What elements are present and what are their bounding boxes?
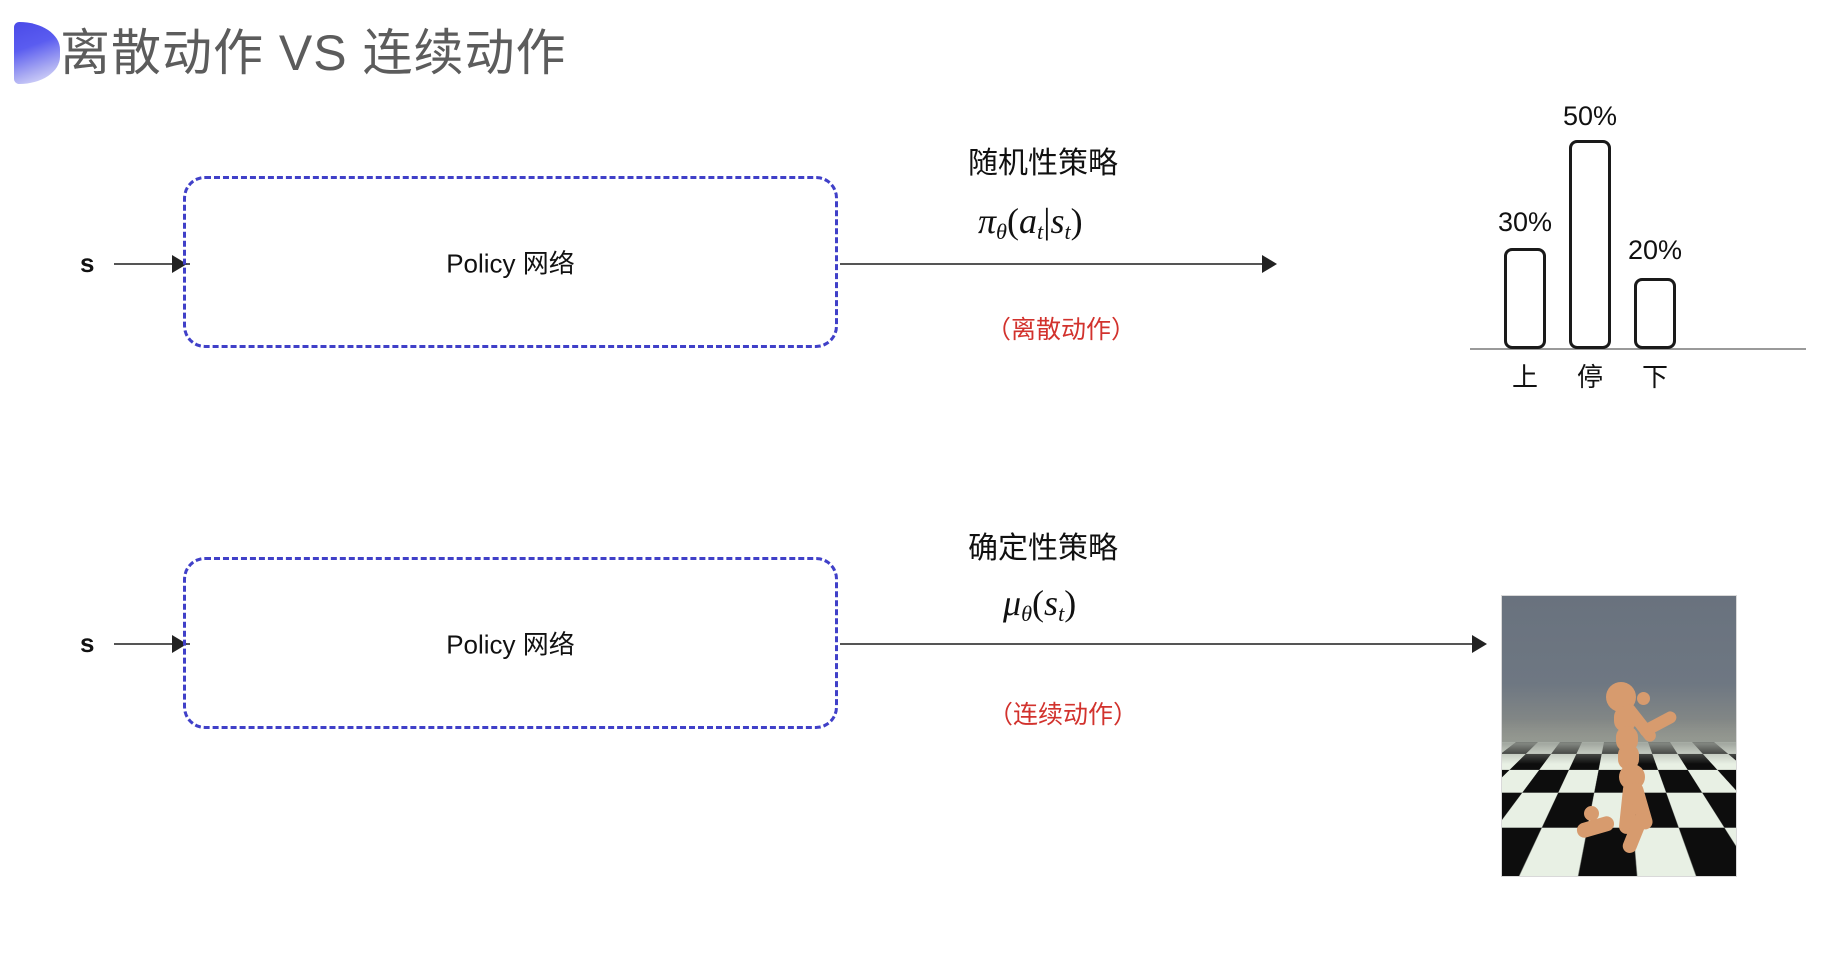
half-circle-bullet-icon: [14, 22, 60, 84]
formula-mu: μ: [1003, 583, 1022, 623]
bar-value-2: 20%: [1627, 235, 1683, 265]
input-arrow-line-discrete: [114, 263, 190, 265]
policy-network-label-discrete: Policy 网络: [446, 248, 575, 279]
bar-category-2: 下: [1641, 362, 1668, 392]
input-state-label-continuous: s: [80, 628, 95, 658]
formula-pi: π: [978, 201, 997, 241]
humanoid-foot: [1584, 806, 1599, 821]
humanoid-hand: [1637, 692, 1650, 705]
input-arrow-line-continuous: [114, 643, 190, 645]
formula-paren-open: (: [1007, 201, 1020, 241]
policy-network-label-continuous: Policy 网络: [446, 629, 575, 660]
formula-a: a: [1019, 201, 1038, 241]
formula-s-sub: t: [1064, 219, 1071, 245]
output-arrow-head-discrete: [1262, 255, 1277, 273]
branch-title-stochastic: 随机性策略: [968, 147, 1118, 180]
formula-s: s: [1050, 201, 1065, 241]
bar-category-1: 停: [1576, 362, 1603, 392]
output-arrow-line-continuous: [840, 643, 1480, 645]
formula-stochastic-policy: πθ(at|st): [978, 200, 1083, 245]
formula-paren-open-2: (: [1032, 583, 1045, 623]
chart-baseline-axis: [1470, 348, 1806, 350]
formula-a-sub: t: [1037, 219, 1044, 245]
bar-value-0: 30%: [1497, 207, 1553, 237]
output-arrow-line-discrete: [840, 263, 1270, 265]
bar-1[interactable]: [1569, 140, 1611, 349]
humanoid-lower-torso: [1618, 744, 1639, 770]
branch-title-deterministic: 确定性策略: [968, 532, 1118, 565]
input-state-label-discrete: s: [80, 248, 95, 278]
output-arrow-head-continuous: [1472, 635, 1487, 653]
note-discrete-action: （离散动作）: [986, 316, 1137, 344]
formula-paren-close-2: ): [1064, 583, 1077, 623]
formula-theta-sub-2: θ: [1021, 601, 1033, 627]
formula-s-2: s: [1044, 583, 1059, 623]
formula-bar: |: [1043, 201, 1051, 241]
policy-network-box-discrete[interactable]: Policy 网络: [183, 176, 838, 348]
page-title: 离散动作 VS 连续动作: [60, 25, 567, 81]
humanoid-simulation-image[interactable]: [1501, 595, 1737, 877]
note-continuous-action: （连续动作）: [988, 701, 1139, 729]
formula-theta-sub: θ: [996, 219, 1008, 245]
formula-s-sub-2: t: [1058, 601, 1065, 627]
bar-category-0: 上: [1511, 362, 1538, 392]
bar-value-1: 50%: [1562, 101, 1618, 131]
discrete-action-bar-chart: 30% 上 50% 停 20% 下: [1470, 95, 1846, 395]
bar-2[interactable]: [1634, 278, 1676, 349]
formula-deterministic-policy: μθ(st): [1003, 582, 1076, 627]
formula-paren-close: ): [1070, 201, 1083, 241]
bar-0[interactable]: [1504, 248, 1546, 349]
policy-network-box-continuous[interactable]: Policy 网络: [183, 557, 838, 729]
